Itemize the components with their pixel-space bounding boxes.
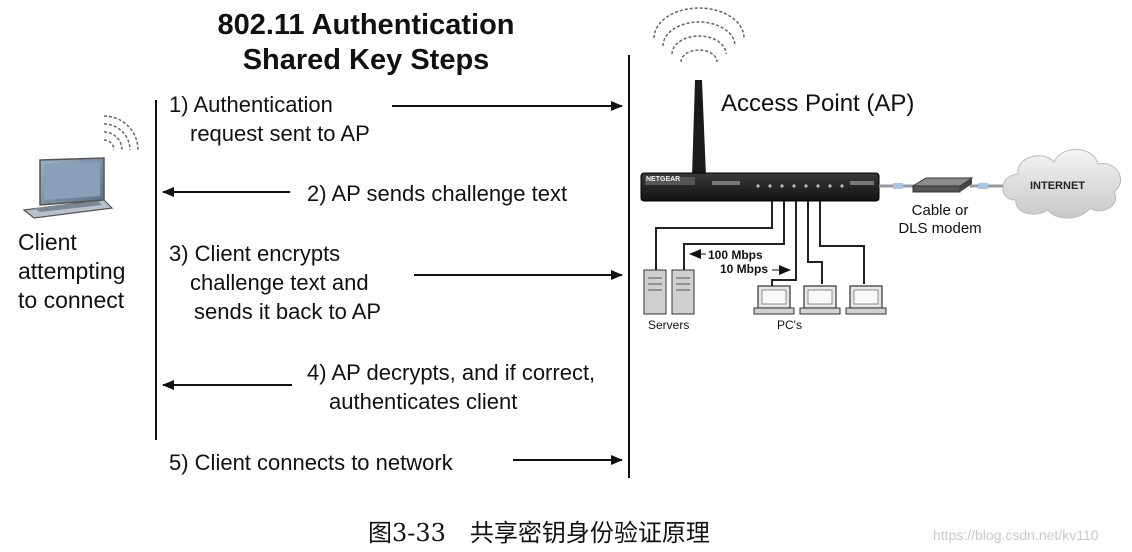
- access-point-label: Access Point (AP): [721, 90, 915, 117]
- servers-label: Servers: [648, 318, 690, 332]
- figure-caption: 图3-33 共享密钥身份验证原理: [368, 519, 710, 547]
- step-3-text: 3) Client encrypts challenge text and se…: [169, 241, 382, 324]
- antenna-icon: [692, 80, 706, 176]
- step-1-text: 1) Authentication request sent to AP: [169, 92, 370, 146]
- pc-icon: [753, 285, 795, 315]
- step-2-text: 2) AP sends challenge text: [307, 181, 568, 206]
- pcs-label: PC's: [777, 318, 802, 332]
- watermark: https://blog.csdn.net/kv110: [933, 527, 1099, 543]
- client-label: Client attempting to connect: [18, 229, 126, 313]
- ap-wifi-signal-icon: [653, 7, 745, 63]
- router-brand-label: NETGEAR: [646, 176, 681, 183]
- server-icon: [671, 269, 695, 315]
- modem-label: Cable or DLS modem: [898, 202, 982, 237]
- step-4-text: 4) AP decrypts, and if correct, authenti…: [307, 360, 596, 414]
- title-line-2: Shared Key Steps: [242, 44, 490, 76]
- step-5-text: 5) Client connects to network: [169, 450, 453, 475]
- internet-cloud-icon: [1002, 149, 1121, 219]
- wifi-signal-icon: [103, 115, 139, 151]
- modem-icon: [911, 177, 974, 193]
- pc-icon: [799, 285, 841, 315]
- laptop-icon: [22, 157, 114, 219]
- server-icon: [643, 269, 667, 315]
- lan-cables: [655, 201, 865, 290]
- internet-label: INTERNET: [1030, 180, 1085, 192]
- pc-icon: [845, 285, 887, 315]
- title-line-1: 802.11 Authentication: [217, 9, 515, 41]
- speed-100-label: 100 Mbps: [708, 248, 763, 262]
- diagram-title: 802.11 Authentication Shared Key Steps: [196, 8, 536, 78]
- speed-10-label: 10 Mbps: [720, 262, 769, 276]
